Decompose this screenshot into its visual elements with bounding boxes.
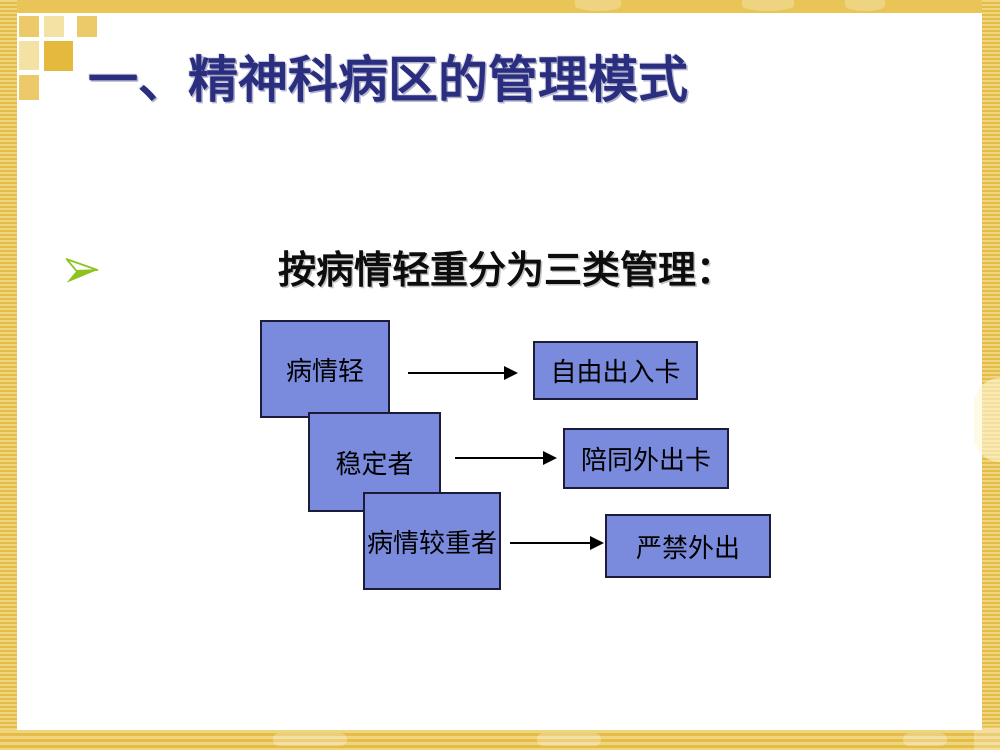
square-decoration	[19, 16, 39, 37]
frame-highlight-patch	[903, 733, 947, 746]
frame-top-band	[0, 0, 1000, 13]
square-decoration	[77, 16, 97, 37]
category-box-severe: 病情较重者	[363, 492, 501, 590]
square-decoration	[19, 75, 39, 100]
category-box-mild: 病情轻	[260, 320, 390, 418]
frame-right-stripe-band	[982, 0, 1000, 750]
category-label: 病情轻	[285, 356, 364, 386]
policy-box-free-access: 自由出入卡	[533, 341, 698, 400]
arrowhead-bullet-icon	[62, 250, 102, 290]
policy-label: 自由出入卡	[550, 358, 681, 387]
bullet-text: 按病情轻重分为三类管理：	[278, 250, 735, 292]
square-decoration	[44, 16, 64, 37]
frame-highlight-semicircle	[742, 0, 794, 11]
policy-label: 严禁外出	[635, 533, 740, 563]
frame-highlight-patch	[537, 733, 601, 746]
policy-box-no-exit: 严禁外出	[605, 514, 771, 578]
category-label: 稳定者	[335, 449, 414, 479]
frame-highlight-semicircle	[575, 0, 621, 11]
frame-highlight-semicircle	[974, 378, 1000, 462]
frame-highlight-semicircle	[845, 0, 885, 11]
frame-bottom-stripe-band	[0, 730, 1000, 750]
frame-left-stripe-band	[0, 0, 17, 750]
frame-highlight-patch	[273, 733, 347, 746]
category-label: 病情较重者	[366, 528, 497, 558]
square-decoration	[19, 41, 39, 70]
policy-label: 陪同外出卡	[580, 446, 711, 475]
arrow-right-icon	[506, 531, 606, 560]
arrow-right-icon	[451, 446, 559, 475]
slide-title: 一、精神科病区的管理模式	[88, 52, 688, 108]
arrow-right-icon	[404, 361, 520, 390]
policy-box-accompanied: 陪同外出卡	[563, 428, 729, 489]
square-decoration	[44, 41, 73, 71]
frame-corner-highlight	[974, 727, 1000, 750]
